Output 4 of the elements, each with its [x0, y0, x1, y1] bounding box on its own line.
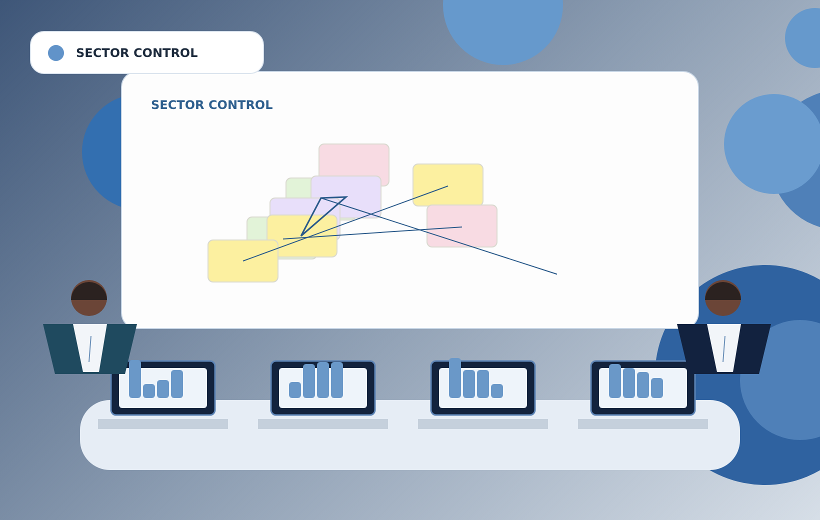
header-title: SECTOR CONTROL	[76, 44, 198, 62]
panel-heading: SECTOR CONTROL	[151, 97, 273, 114]
header-pill	[30, 31, 264, 74]
whiteboard-panel	[121, 71, 699, 329]
